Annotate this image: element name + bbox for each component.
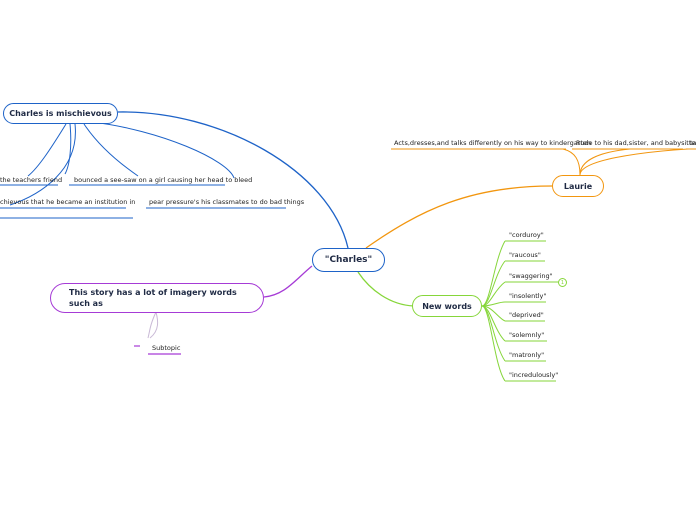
new-words-topic-label: New words xyxy=(422,301,472,311)
new-word-corduroy[interactable]: "corduroy" xyxy=(509,231,544,239)
collapse-count-badge-label: 1 xyxy=(560,279,565,286)
laurie-item-acts-dresses[interactable]: Acts,dresses,and talks differently on hi… xyxy=(394,139,592,147)
collapse-count-badge[interactable]: 1 xyxy=(558,278,567,287)
new-word-matronly[interactable]: "matronly" xyxy=(509,351,545,359)
laurie-item-rude[interactable]: Rude to his dad,sister, and babysitter xyxy=(576,139,696,147)
new-word-incredulously[interactable]: "incredulously" xyxy=(509,371,559,379)
new-word-insolently[interactable]: "insolently" xyxy=(509,292,547,300)
imagery-topic[interactable]: This story has a lot of imagery words su… xyxy=(50,283,264,313)
new-words-topic[interactable]: New words xyxy=(412,295,482,317)
mischievous-item-teachers-friend[interactable]: the teachers friend xyxy=(0,176,63,184)
mischievous-topic-label: Charles is mischievous xyxy=(9,109,112,118)
laurie-item-truncated[interactable]: ta xyxy=(690,139,696,147)
imagery-topic-label: This story has a lot of imagery words su… xyxy=(69,288,237,308)
mischievous-topic[interactable]: Charles is mischievous xyxy=(3,103,118,124)
new-word-swaggering[interactable]: "swaggering" xyxy=(509,272,553,280)
new-word-raucous[interactable]: "raucous" xyxy=(509,251,541,259)
new-word-deprived[interactable]: "deprived" xyxy=(509,311,544,319)
mischievous-item-institution[interactable]: chievous that he became an institution i… xyxy=(0,198,136,206)
central-node[interactable]: "Charles" xyxy=(312,248,385,272)
mischievous-item-peer-pressure[interactable]: pear pressure's his classmates to do bad… xyxy=(149,198,305,206)
mischievous-item-see-saw[interactable]: bounced a see-saw on a girl causing her … xyxy=(74,176,253,184)
central-node-label: "Charles" xyxy=(324,255,373,265)
laurie-topic[interactable]: Laurie xyxy=(552,175,604,197)
new-word-solemnly[interactable]: "solemnly" xyxy=(509,331,545,339)
imagery-subtopic[interactable]: Subtopic xyxy=(152,344,181,352)
laurie-topic-label: Laurie xyxy=(563,181,593,191)
